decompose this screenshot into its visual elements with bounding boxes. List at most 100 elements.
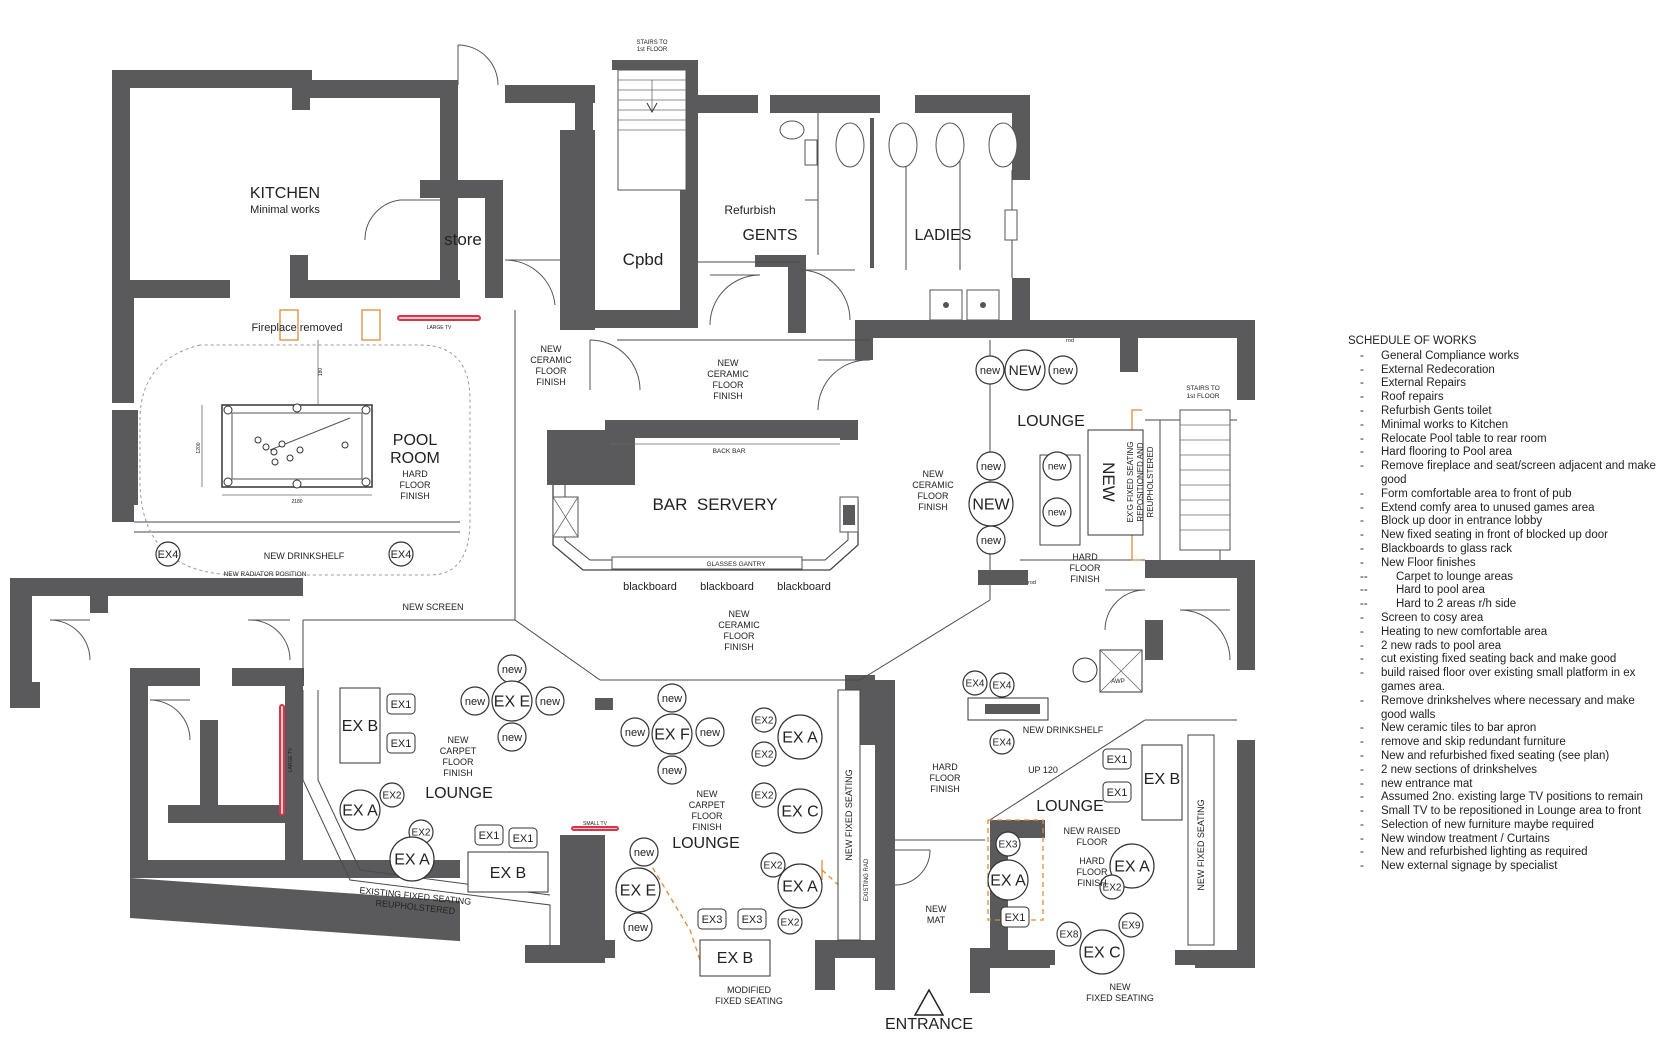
ex4-seat[interactable]: EX4 — [155, 541, 181, 567]
ex4-seat-label: EX4 — [966, 679, 985, 690]
back-bar-label: BACK BAR — [713, 448, 746, 455]
ex1-chair[interactable]: EX1 — [386, 732, 416, 754]
new-table[interactable]: NEW — [1004, 349, 1046, 391]
ex-b-label-right: EX B — [1144, 771, 1180, 788]
new-seating-block[interactable] — [1087, 429, 1144, 536]
bar-servery-label: BAR SERVERY — [652, 495, 777, 514]
bar-servery[interactable] — [547, 420, 859, 571]
pool-room-label-2: ROOM — [390, 450, 440, 467]
ex4-seat[interactable]: EX4 — [388, 541, 414, 567]
ex3-chair[interactable]: EX3 — [697, 908, 727, 930]
new-chair[interactable]: new — [657, 683, 687, 713]
ex-a-table[interactable]: EX A — [777, 714, 823, 760]
ex1-chair-label: EX1 — [1107, 754, 1128, 766]
ex1-chair[interactable]: EX1 — [1000, 906, 1030, 928]
ex2-seat[interactable]: EX2 — [777, 909, 803, 935]
new-chair-label: new — [502, 664, 522, 676]
new-fixed-seating-centre[interactable] — [837, 689, 861, 941]
new-chair[interactable]: new — [535, 686, 565, 716]
ex-a-table[interactable]: EX A — [1109, 843, 1155, 889]
ex9-seat[interactable]: EX9 — [1118, 912, 1144, 938]
new-chair-side[interactable]: new — [1042, 497, 1072, 527]
new-chair[interactable]: new — [623, 912, 653, 942]
new-chair[interactable]: new — [629, 837, 659, 867]
new-table[interactable]: NEW — [968, 481, 1014, 527]
ex2-seat[interactable]: EX2 — [751, 707, 777, 733]
new-chair[interactable]: new — [975, 355, 1005, 385]
pool-dim-vertical: 180 — [318, 368, 324, 377]
stairs-right-label-2: 1st FLOOR — [1187, 393, 1220, 400]
ex-a-table[interactable]: EX A — [389, 836, 435, 882]
ex3-seat[interactable]: EX3 — [995, 831, 1021, 857]
ex-b-table-front[interactable] — [699, 939, 771, 977]
ex1-chair[interactable]: EX1 — [386, 693, 416, 715]
ex4-seat[interactable]: EX4 — [989, 729, 1015, 755]
new-chair[interactable]: new — [620, 717, 650, 747]
ex-b-table-right[interactable] — [1141, 744, 1183, 821]
ex-e-table[interactable]: EX E — [615, 867, 661, 913]
carpet-mid-d: FINISH — [692, 822, 722, 832]
stairs-top[interactable] — [617, 69, 687, 191]
schedule-list: General Compliance worksExternal Redecor… — [1348, 350, 1658, 874]
ex2-seat[interactable]: EX2 — [751, 741, 777, 767]
stairs-right[interactable] — [1179, 409, 1231, 551]
new-chair[interactable]: new — [497, 722, 527, 752]
ex-c-table[interactable]: EX C — [777, 788, 823, 834]
fireplace-removed: Fireplace removed — [251, 322, 342, 334]
ex2-seat[interactable]: EX2 — [1099, 874, 1125, 900]
new-chair-side-label: new — [1048, 462, 1067, 473]
blackboard-2: blackboard — [700, 581, 754, 593]
doors — [49, 44, 1231, 886]
entrance-arrow-icon — [913, 988, 945, 1016]
new-chair[interactable]: new — [695, 717, 725, 747]
ex-b-table-left[interactable] — [339, 687, 381, 764]
schedule-item: new entrance mat — [1348, 778, 1658, 792]
ex1-chair[interactable]: EX1 — [508, 827, 538, 849]
ex2-seat-label: EX2 — [383, 791, 402, 802]
carpet-left-a: NEW — [448, 735, 470, 745]
ceramic-2-c: FLOOR — [712, 380, 744, 390]
ex3-chair[interactable]: EX3 — [737, 908, 767, 930]
ex8-seat[interactable]: EX8 — [1056, 921, 1082, 947]
ex4-seat[interactable]: EX4 — [989, 672, 1015, 698]
ex-b-table-lower[interactable] — [467, 851, 549, 893]
ex-f-table[interactable]: EX F — [651, 713, 693, 755]
new-chair[interactable]: new — [1048, 355, 1078, 385]
new-chair-side-label: new — [1048, 508, 1067, 519]
ex-a-table[interactable]: EX A — [339, 789, 381, 831]
new-chair-label: new — [662, 693, 682, 705]
drinkshelf-pool: NEW DRINKSHELF — [264, 551, 345, 561]
ex2-seat[interactable]: EX2 — [760, 852, 786, 878]
new-chair[interactable]: new — [497, 654, 527, 684]
new-chair[interactable]: new — [657, 755, 687, 785]
ceramic-1-c: FLOOR — [535, 366, 567, 376]
ex-a-table[interactable]: EX A — [987, 859, 1029, 901]
new-chair[interactable]: new — [976, 451, 1006, 481]
hard-right-a: HARD — [1079, 856, 1105, 866]
ex-e-table[interactable]: EX E — [491, 680, 533, 722]
new-fixed-seating-right[interactable] — [1187, 734, 1215, 946]
new-chair-label: new — [502, 732, 522, 744]
awp-machine[interactable] — [1072, 649, 1143, 693]
ex1-chair[interactable]: EX1 — [1102, 781, 1132, 803]
ex2-seat[interactable]: EX2 — [751, 782, 777, 808]
pool-table[interactable] — [201, 340, 373, 496]
partitions — [134, 113, 1237, 950]
ex4-seat[interactable]: EX4 — [962, 670, 988, 696]
hard-mid-c: FINISH — [930, 784, 960, 794]
ex-b-label-lower: EX B — [490, 865, 526, 882]
new-chair-side[interactable]: new — [1042, 451, 1072, 481]
schedule-item: New ceramic tiles to bar apron — [1348, 722, 1658, 736]
ex1-chair[interactable]: EX1 — [474, 824, 504, 846]
ex-a-table[interactable]: EX A — [777, 863, 823, 909]
ex-c-table[interactable]: EX C — [1079, 929, 1125, 975]
new-chair[interactable]: new — [976, 525, 1006, 555]
schedule-item: Refurbish Gents toilet — [1348, 405, 1658, 419]
ex2-seat[interactable]: EX2 — [379, 782, 405, 808]
ex1-chair[interactable]: EX1 — [1102, 748, 1132, 770]
new-chair[interactable]: new — [460, 686, 490, 716]
schedule-item: Form comfortable area to front of pub — [1348, 488, 1658, 502]
ceramic-2-d: FINISH — [713, 391, 743, 401]
new-mat-1: NEW — [926, 904, 948, 914]
blackboard-1: blackboard — [623, 581, 677, 593]
